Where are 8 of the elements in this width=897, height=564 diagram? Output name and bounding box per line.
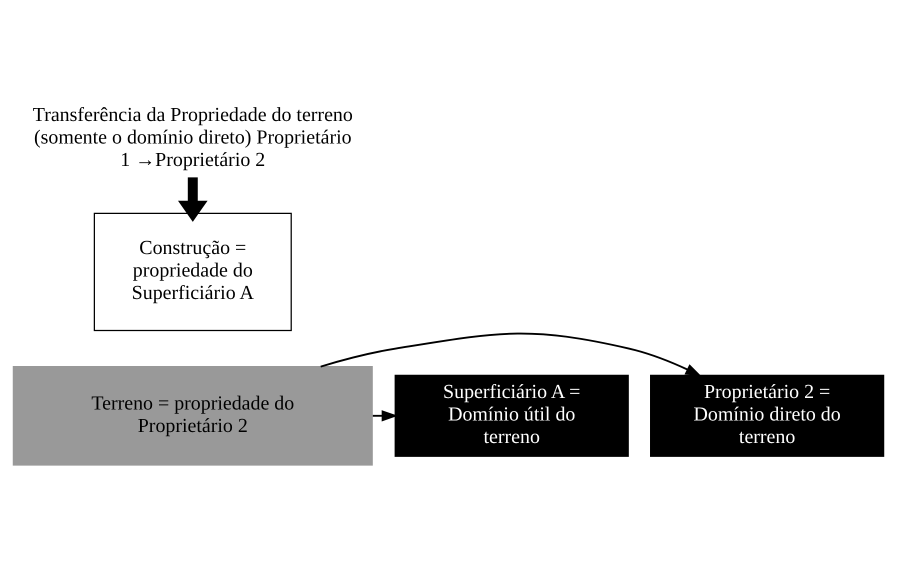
- node-box: Proprietário 2 = Domínio direto do terreno: [650, 374, 884, 456]
- arrow: [320, 332, 702, 376]
- arrow: [372, 410, 398, 421]
- node-box: Superficiário A = Domínio útil do terreno: [394, 374, 629, 456]
- arrow: [178, 176, 208, 222]
- node-box: Terreno = propriedade do Proprietário 2: [12, 365, 373, 466]
- node-box: Construção = propriedade do Superficiário A: [94, 212, 292, 331]
- node-text: Transferência da Propriedade do terreno (somente o domínio direto) Proprietário 1 →Proprietário 2: [32, 103, 353, 170]
